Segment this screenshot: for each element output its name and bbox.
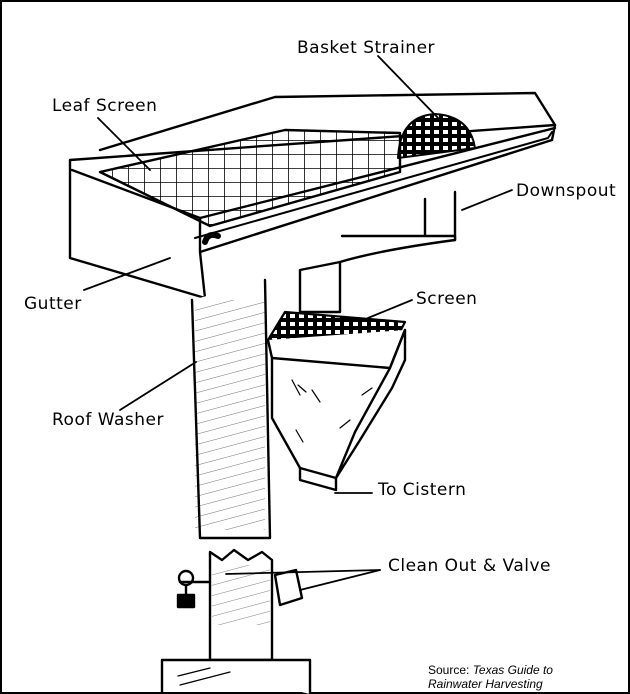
cistern-tank bbox=[160, 658, 312, 694]
leader-screen bbox=[367, 299, 413, 319]
label-clean-out-valve: Clean Out & Valve bbox=[388, 556, 552, 576]
gutter-lip-roll bbox=[202, 231, 221, 245]
label-screen: Screen bbox=[416, 289, 478, 309]
leaf-screen-shape bbox=[98, 128, 402, 228]
filter-box bbox=[270, 328, 407, 480]
downspout-pipe bbox=[423, 190, 457, 242]
leader-basket-strainer bbox=[377, 55, 441, 121]
label-downspout: Downspout bbox=[516, 181, 617, 201]
leader-roof-washer bbox=[119, 361, 197, 411]
leader-clean-out-1 bbox=[225, 569, 381, 575]
valve-shape bbox=[176, 569, 212, 609]
gutter-back-wall bbox=[98, 91, 557, 152]
source-title-line1: Texas Guide to bbox=[472, 663, 553, 677]
leader-gutter bbox=[83, 257, 171, 291]
clean-out-cap bbox=[273, 568, 304, 607]
label-to-cistern: To Cistern bbox=[378, 480, 467, 500]
source-credit: Source: Texas Guide to Rainwater Harvest… bbox=[428, 663, 553, 691]
leader-clean-out-2 bbox=[299, 569, 381, 591]
label-gutter: Gutter bbox=[24, 294, 82, 314]
downspout-elbow bbox=[298, 234, 457, 314]
label-roof-washer: Roof Washer bbox=[52, 410, 164, 430]
source-title-line2: Rainwater Harvesting bbox=[428, 677, 543, 691]
leader-downspout bbox=[461, 189, 513, 211]
leader-leaf-screen bbox=[97, 117, 151, 171]
label-basket-strainer: Basket Strainer bbox=[297, 38, 436, 58]
source-prefix: Source: bbox=[428, 663, 473, 677]
label-leaf-screen: Leaf Screen bbox=[52, 96, 158, 116]
